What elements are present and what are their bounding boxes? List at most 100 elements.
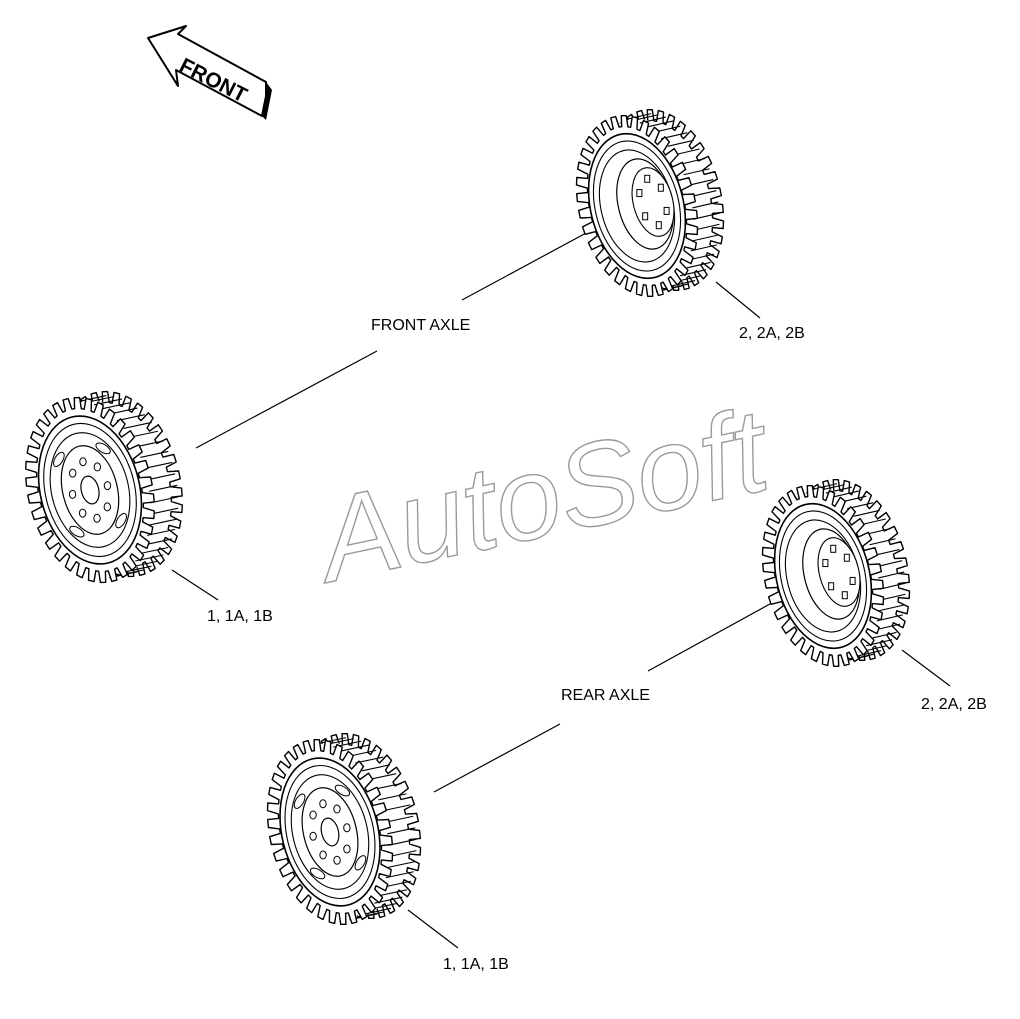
rear-axle-leader-left (433, 723, 561, 793)
lug-nut (663, 206, 670, 215)
lug-nut (657, 183, 664, 192)
callout-rear-left: 1, 1A, 1B (443, 956, 509, 973)
lug-nut (642, 212, 649, 221)
hand-hole (354, 855, 367, 871)
hand-hole (334, 784, 351, 797)
tread-block-line (855, 649, 882, 658)
callout-rear-right: 2, 2A, 2B (921, 696, 987, 713)
rim-ring (49, 432, 131, 548)
tread-block-line (692, 234, 719, 242)
tread-block-line (140, 450, 169, 458)
lug-nut (644, 174, 651, 183)
lug-nut (636, 189, 643, 198)
wheel-front-right (575, 109, 725, 297)
tread-block-line (853, 509, 880, 517)
tread-block-line (378, 889, 408, 897)
tread-block-line (317, 737, 347, 745)
callout-leader-front-left (171, 569, 219, 601)
hub-center (320, 817, 340, 847)
tread-block-line (147, 473, 176, 481)
front-axle-leader-left (195, 350, 378, 449)
tread-block-line (139, 546, 169, 555)
tread-block-line (378, 793, 407, 801)
callout-leader-front-right (715, 281, 761, 319)
tread-block-line (692, 201, 719, 209)
tread-block-line (878, 604, 905, 612)
tread-block-line (684, 261, 711, 269)
callout-leader-rear-left (407, 909, 459, 949)
tread-block-line (149, 484, 178, 492)
tread-block-line (123, 421, 152, 429)
wheel-rear-left (266, 733, 422, 925)
callout-leader-rear-right (901, 649, 951, 687)
tread-block-line (388, 850, 417, 858)
callout-front-left: 1, 1A, 1B (207, 608, 273, 625)
front-axle-label: FRONT AXLE (371, 317, 470, 334)
tread-block-line (149, 518, 178, 526)
leader-lines (171, 211, 951, 949)
rim-ring (284, 764, 376, 900)
tread-block-line (878, 571, 905, 579)
tread-block-line (387, 827, 416, 835)
lug-hole (333, 855, 341, 865)
lug-hole (319, 799, 327, 809)
lug-hole (79, 457, 87, 467)
lug-hole (309, 831, 317, 841)
tread-block-line (387, 860, 416, 869)
tread-block-line (870, 631, 897, 639)
hand-hole (293, 793, 306, 809)
tread-block-line (811, 483, 838, 491)
lug-hole (93, 462, 102, 472)
hand-hole (95, 442, 111, 455)
lug-nut (655, 221, 662, 230)
hand-hole (69, 525, 85, 538)
lug-nut (822, 559, 829, 568)
lug-hole (103, 481, 112, 491)
wheel-rear-right (761, 479, 911, 667)
tread-block-line (388, 838, 417, 846)
lug-nut (849, 576, 856, 585)
tread-block-line (340, 744, 369, 752)
tread-block-line (869, 538, 896, 546)
lug-hole (309, 810, 317, 820)
hand-hole (53, 451, 65, 468)
lug-hole (319, 850, 327, 860)
watermark: AutoSoft (302, 383, 782, 608)
tread-block-line (123, 565, 152, 573)
tread-block-line (362, 907, 392, 915)
tread-block-line (683, 168, 710, 176)
lug-hole (333, 804, 341, 814)
tread-block-line (385, 815, 414, 823)
rim-ring (290, 774, 370, 890)
tread-block-line (101, 402, 130, 410)
lug-hole (343, 823, 351, 833)
tread-block-line (382, 804, 411, 812)
wheel-front-left (25, 390, 183, 584)
tread-block-line (625, 113, 652, 121)
front-direction-arrow: FRONT (147, 25, 272, 120)
hub-center (80, 475, 100, 505)
hand-hole (309, 867, 326, 880)
tread-block-line (144, 461, 173, 469)
rim-ring (592, 140, 682, 272)
hand-hole (115, 512, 127, 529)
lug-hole (103, 502, 112, 512)
rim-ring (778, 510, 868, 642)
tread-block-line (667, 139, 694, 147)
lug-nut (843, 553, 850, 562)
rear-axle-label: REAR AXLE (561, 687, 650, 704)
arrow-left-icon (147, 25, 272, 120)
lug-hole (68, 489, 77, 499)
lug-hole (93, 513, 101, 523)
lug-hole (68, 468, 77, 478)
callout-front-right: 2, 2A, 2B (739, 325, 805, 342)
rim-ring (43, 422, 137, 558)
lug-hole (78, 508, 87, 518)
tread-block-line (647, 120, 674, 128)
tread-block-line (669, 279, 696, 288)
lug-nut (830, 544, 837, 553)
tread-block-line (361, 764, 391, 772)
tread-block-line (78, 395, 107, 403)
lug-nut (828, 582, 835, 591)
